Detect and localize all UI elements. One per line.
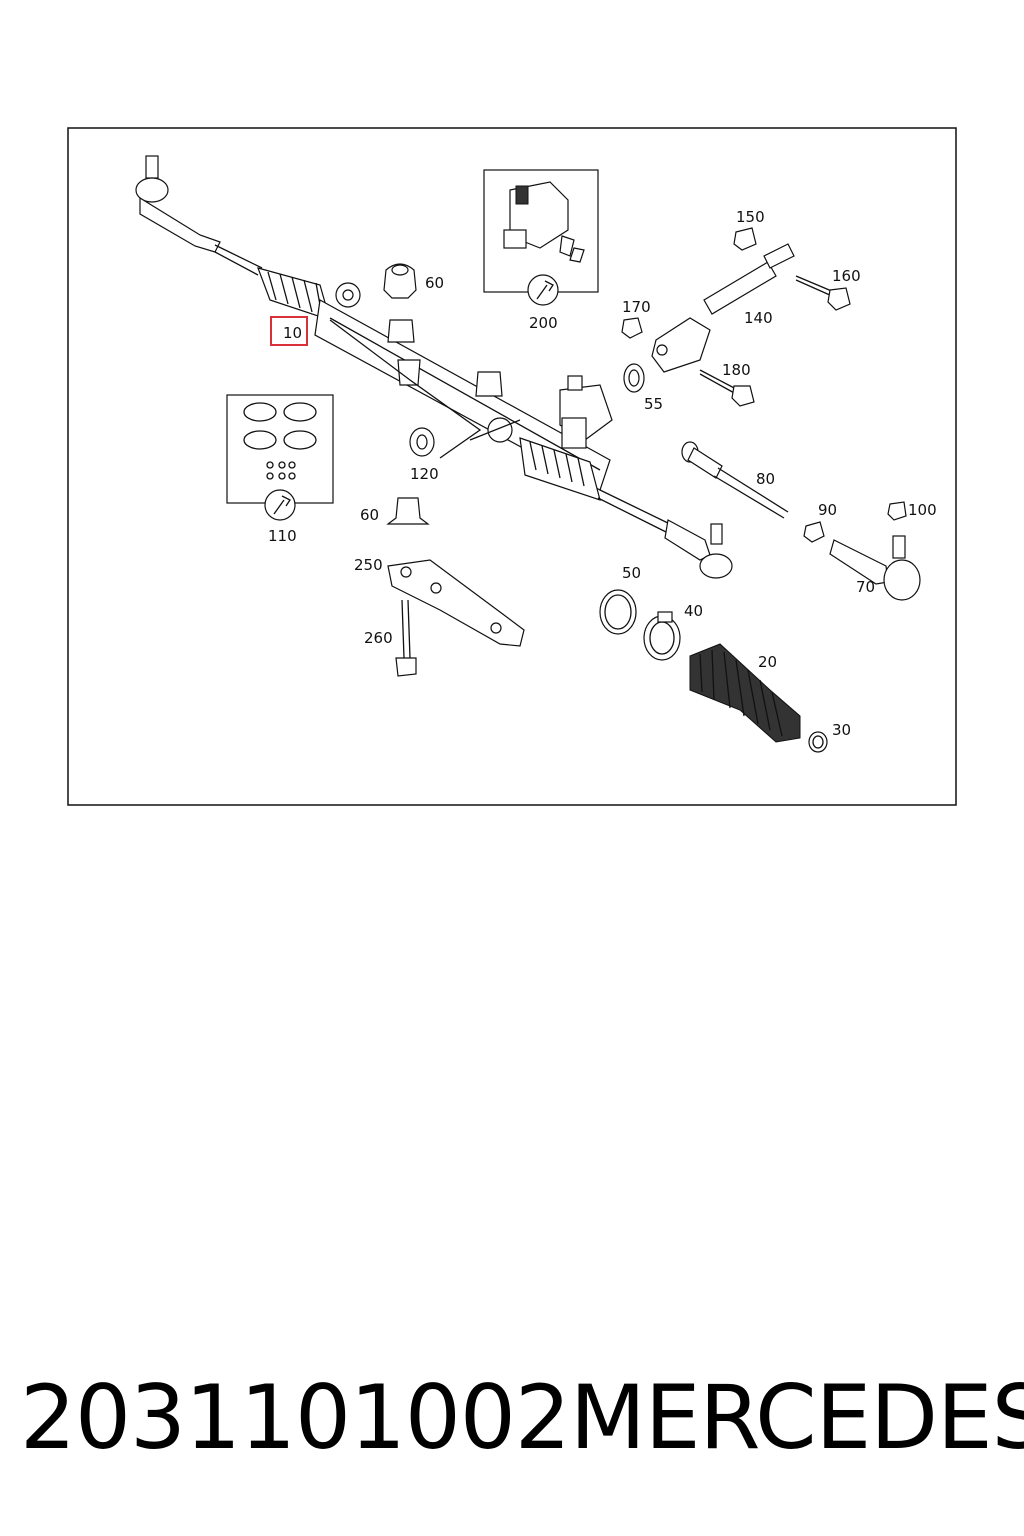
part-170-nut [621, 317, 643, 339]
label-140: 140 [744, 309, 773, 327]
seal-kit-110 [226, 394, 334, 521]
part-55-seal [623, 363, 645, 393]
brand-name: MERCEDES [569, 1365, 1024, 1469]
part-120-ring [409, 427, 435, 457]
caption-row: 2031101002 MERCEDES [20, 1362, 1024, 1472]
diagram-frame [67, 127, 957, 806]
part-150-nut [733, 227, 757, 251]
part-40-clamp [643, 611, 681, 661]
label-110: 110 [268, 527, 297, 545]
label-100: 100 [908, 501, 937, 519]
part-number: 2031101002 [20, 1365, 571, 1469]
part-60-top [383, 263, 417, 299]
label-90: 90 [818, 501, 837, 519]
label-160: 160 [832, 267, 861, 285]
label-260: 260 [364, 629, 393, 647]
label-180: 180 [722, 361, 751, 379]
part-50-ring [599, 589, 637, 635]
label-250: 250 [354, 556, 383, 574]
parts-diagram: 10 20 30 40 50 55 60 60 70 80 90 100 110… [67, 127, 957, 806]
label-170: 170 [622, 298, 651, 316]
label-60-bottom: 60 [360, 506, 379, 524]
part-60-bottom [386, 497, 430, 525]
wrench-icon-200 [536, 280, 554, 300]
label-70: 70 [856, 578, 875, 596]
wrench-icon [273, 495, 291, 515]
part-250-bracket [387, 559, 525, 647]
label-50: 50 [622, 564, 641, 582]
part-180-bolt [699, 369, 755, 407]
label-40: 40 [684, 602, 703, 620]
label-30: 30 [832, 721, 851, 739]
part-140-shaft [651, 243, 795, 373]
part-100-nut [887, 501, 907, 521]
part-90-nut [803, 521, 825, 543]
label-20: 20 [758, 653, 777, 671]
label-60-top: 60 [425, 274, 444, 292]
part-160-bolt [795, 275, 851, 311]
part-70-tie-rod-end [829, 535, 921, 601]
highlight-box-10 [270, 316, 308, 346]
part-260-bolt [395, 599, 417, 677]
label-55: 55 [644, 395, 663, 413]
part-80-inner-tie-rod [681, 441, 789, 519]
steering-rack-assembly [135, 155, 733, 579]
part-30-clamp [808, 731, 828, 753]
part-20-boot [689, 643, 801, 743]
label-10: 10 [283, 324, 302, 342]
label-120: 120 [410, 465, 439, 483]
label-150: 150 [736, 208, 765, 226]
label-200: 200 [529, 314, 558, 332]
valve-kit-200 [483, 169, 599, 306]
label-80: 80 [756, 470, 775, 488]
